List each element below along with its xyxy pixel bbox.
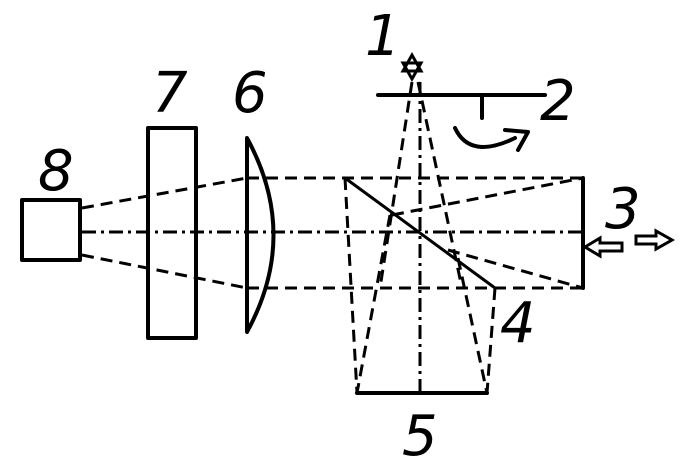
label-7: 7 xyxy=(152,61,188,126)
label-1: 1 xyxy=(365,4,401,69)
ray-plate-right-outer xyxy=(485,287,497,394)
star-source-icon xyxy=(400,51,424,83)
label-8: 8 xyxy=(38,139,74,204)
label-5: 5 xyxy=(402,404,438,469)
arrow-right-icon xyxy=(634,228,676,252)
ray-reflect-up xyxy=(391,176,584,217)
ray-plate-left-inner xyxy=(355,214,392,394)
ray-plate-right-inner xyxy=(456,257,489,394)
rotation-arrow-head xyxy=(503,128,530,152)
label-3: 3 xyxy=(605,177,641,242)
detector-box xyxy=(20,198,82,262)
rotation-arrow xyxy=(453,126,517,149)
label-4: 4 xyxy=(500,291,536,356)
label-2: 2 xyxy=(540,69,576,134)
ray-plate-left-outer xyxy=(343,177,359,394)
ray-reflect-down xyxy=(447,248,584,290)
ray-source-left xyxy=(378,81,414,289)
lens xyxy=(245,136,276,334)
beam-upper xyxy=(81,176,248,210)
arrow-left-icon xyxy=(582,235,624,259)
beam-lower xyxy=(81,253,248,290)
label-6: 6 xyxy=(232,61,268,126)
ray-source-right xyxy=(416,81,464,289)
